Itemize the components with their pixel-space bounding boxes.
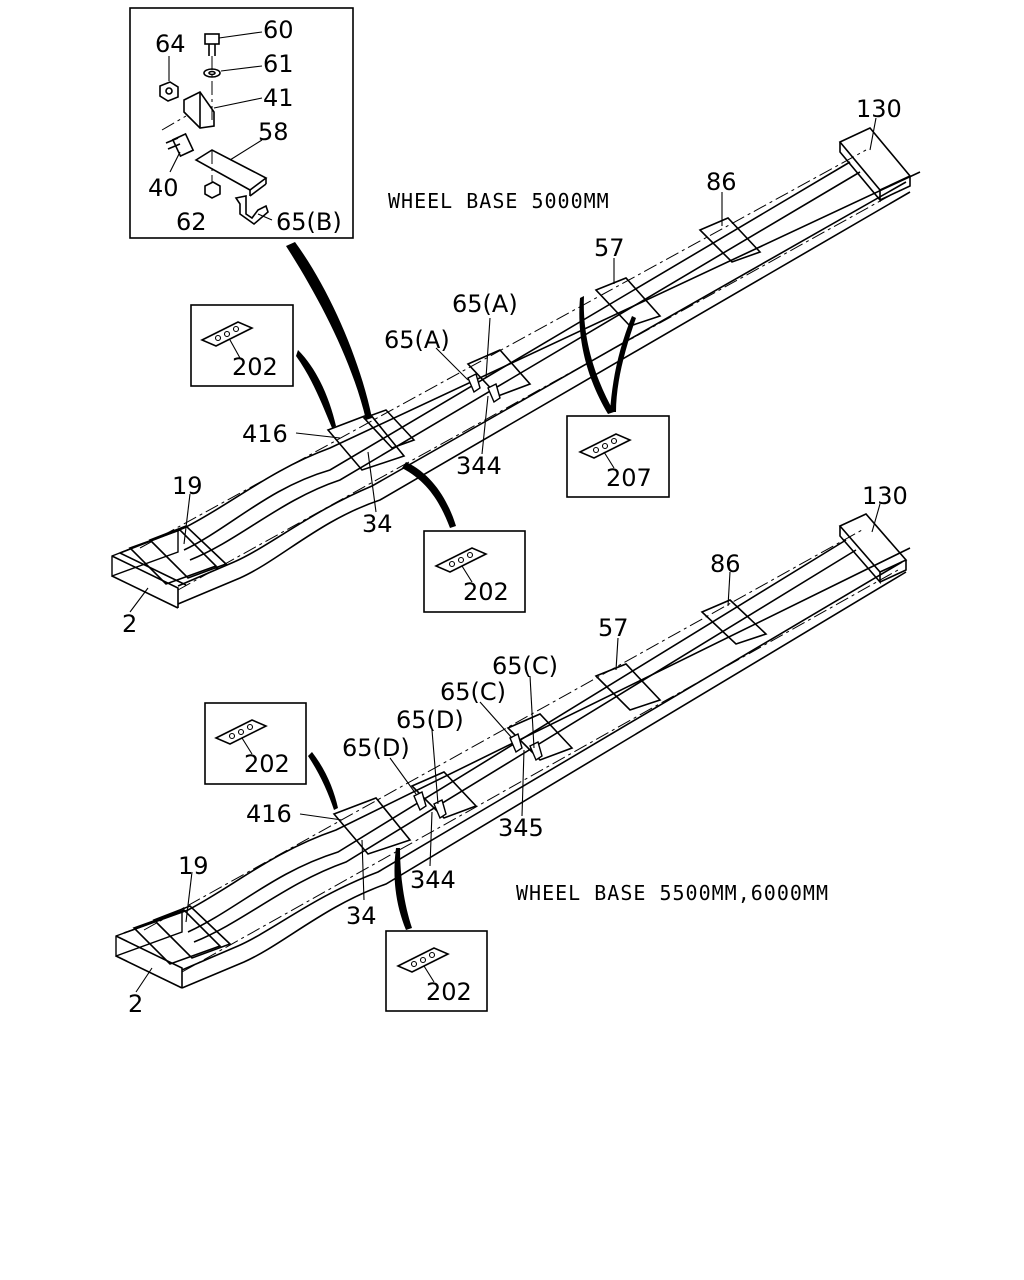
label-65a: 65(A) xyxy=(384,326,450,354)
label-65d: 65(D) xyxy=(396,706,464,734)
label-416: 416 xyxy=(242,420,288,448)
label-344: 344 xyxy=(410,866,456,894)
clip-65a-left-icon xyxy=(467,372,481,394)
label-19: 19 xyxy=(172,472,203,500)
bracket-41-icon xyxy=(183,56,263,129)
clip-65a-right-icon xyxy=(487,382,501,404)
clip-65d-right-icon xyxy=(433,798,447,820)
detail-box-fasteners: 60 61 64 41 58 40 62 65(B) xyxy=(129,7,354,239)
plate-58-icon xyxy=(194,139,268,197)
label-202: 202 xyxy=(232,353,278,381)
caption-wheel-base-b: WHEEL BASE 5500MM,6000MM xyxy=(516,881,829,905)
frame-a xyxy=(111,117,921,613)
frame-b xyxy=(115,503,911,993)
label-207: 207 xyxy=(606,464,652,492)
bolt-40-icon xyxy=(161,115,195,173)
clip-65c-right-icon xyxy=(529,740,543,762)
label-130: 130 xyxy=(862,482,908,510)
label-57: 57 xyxy=(598,614,629,642)
label-202: 202 xyxy=(463,578,509,606)
label-57: 57 xyxy=(594,234,625,262)
label-2: 2 xyxy=(122,610,137,638)
label-202: 202 xyxy=(244,750,290,778)
label-64: 64 xyxy=(155,30,186,58)
inset-202-b-top: 202 xyxy=(204,702,307,785)
label-60: 60 xyxy=(263,16,294,44)
label-40: 40 xyxy=(148,174,179,202)
label-65d: 65(D) xyxy=(342,734,410,762)
inset-202-a-bottom: 202 xyxy=(423,530,526,613)
label-62: 62 xyxy=(176,208,207,236)
label-2: 2 xyxy=(128,990,143,1018)
label-58: 58 xyxy=(258,118,289,146)
clip-65b-icon xyxy=(234,195,273,226)
label-345: 345 xyxy=(498,814,544,842)
label-65b: 65(B) xyxy=(276,208,342,236)
label-34: 34 xyxy=(362,510,393,538)
caption-wheel-base-a: WHEEL BASE 5000MM xyxy=(388,189,610,213)
label-130: 130 xyxy=(856,95,902,123)
nut-62-icon xyxy=(204,150,221,199)
detail-leader-arrow xyxy=(286,242,372,420)
clip-65c-left-icon xyxy=(509,732,523,754)
inset-202-b-bottom: 202 xyxy=(385,930,488,1012)
bolt-60-icon xyxy=(204,31,263,56)
inset-207: 207 xyxy=(566,415,670,498)
label-86: 86 xyxy=(710,550,741,578)
label-65c: 65(C) xyxy=(440,678,506,706)
label-86: 86 xyxy=(706,168,737,196)
label-202: 202 xyxy=(426,978,472,1006)
label-416: 416 xyxy=(246,800,292,828)
label-344: 344 xyxy=(456,452,502,480)
label-19: 19 xyxy=(178,852,209,880)
label-61: 61 xyxy=(263,50,294,78)
label-41: 41 xyxy=(263,84,294,112)
label-34: 34 xyxy=(346,902,377,930)
nut-64-icon xyxy=(159,56,179,102)
inset-202-a-top: 202 xyxy=(190,304,294,387)
label-65c: 65(C) xyxy=(492,652,558,680)
label-65a: 65(A) xyxy=(452,290,518,318)
clip-65d-left-icon xyxy=(413,790,427,812)
